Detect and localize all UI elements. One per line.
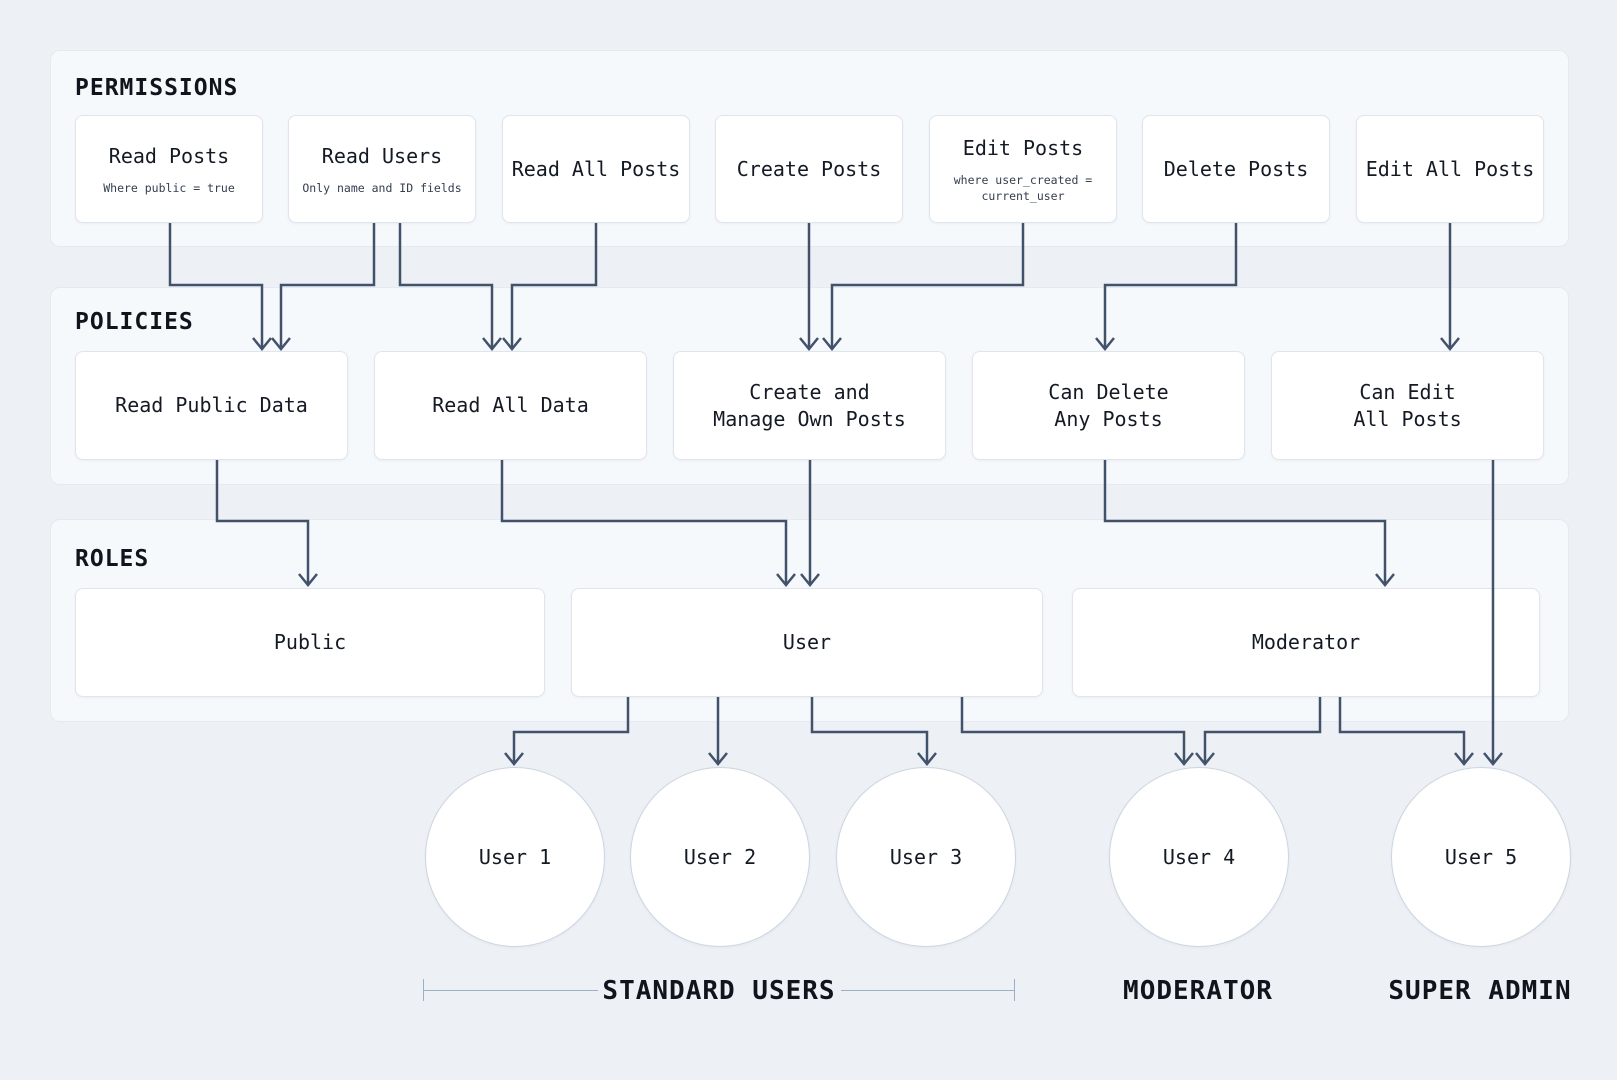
role-label: User [782,630,832,654]
permission-label: Edit All Posts [1365,156,1535,181]
policies-title: POLICIES [75,309,194,335]
role-label: Moderator [1251,630,1361,654]
permission-box-edit-all-posts: Edit All Posts [1356,115,1544,223]
roles-title: ROLES [75,546,150,572]
policy-label: Read Public Data [115,393,308,417]
user-label: User 2 [683,844,757,869]
permission-sublabel: where user_created = current_user [953,172,1093,203]
policy-label: Read All Data [432,393,589,417]
user-4-circle: User 4 [1109,767,1289,947]
permission-label: Create Posts [736,156,882,181]
policy-box-can-delete-any-posts: Can Delete Any Posts [972,351,1245,460]
user-label: User 3 [889,844,963,869]
user-3-circle: User 3 [836,767,1016,947]
permission-box-read-posts: Read Posts Where public = true [75,115,263,223]
role-label: Public [273,630,347,654]
permission-sublabel: Only name and ID fields [302,180,462,195]
user-2-circle: User 2 [630,767,810,947]
policy-box-can-edit-all-posts: Can Edit All Posts [1271,351,1544,460]
user-label: User 1 [478,844,552,869]
user-1-circle: User 1 [425,767,605,947]
policy-label: Create and Manage Own Posts [713,379,906,431]
standard-users-ruler-left [424,990,598,991]
standard-users-ruler-tick-right [1014,979,1015,1001]
permission-box-edit-posts: Edit Posts where user_created = current_… [929,115,1117,223]
standard-users-ruler-tick-left [423,979,424,1001]
policy-label: Can Delete Any Posts [1048,379,1169,431]
permission-box-create-posts: Create Posts [715,115,903,223]
permission-label: Read Posts [108,143,230,168]
permission-label: Read All Posts [511,156,681,181]
role-box-user: User [571,588,1043,697]
group-label-super-admin: SUPER ADMIN [1388,976,1572,1006]
policy-box-create-and-manage-own-posts: Create and Manage Own Posts [673,351,946,460]
permission-box-read-users: Read Users Only name and ID fields [288,115,476,223]
permission-box-delete-posts: Delete Posts [1142,115,1330,223]
group-label-moderator: MODERATOR [1123,976,1273,1006]
group-label-standard-users: STANDARD USERS [602,976,836,1006]
permissions-title: PERMISSIONS [75,75,239,101]
user-label: User 4 [1162,844,1236,869]
policy-label: Can Edit All Posts [1353,379,1462,431]
role-box-moderator: Moderator [1072,588,1540,697]
standard-users-ruler-right [841,990,1015,991]
policy-box-read-public-data: Read Public Data [75,351,348,460]
user-5-circle: User 5 [1391,767,1571,947]
permission-label: Edit Posts [962,135,1084,160]
permission-label: Delete Posts [1163,156,1309,181]
permission-label: Read Users [321,143,443,168]
permission-box-read-all-posts: Read All Posts [502,115,690,223]
user-label: User 5 [1444,844,1518,869]
policy-box-read-all-data: Read All Data [374,351,647,460]
role-box-public: Public [75,588,545,697]
permission-sublabel: Where public = true [103,180,235,195]
